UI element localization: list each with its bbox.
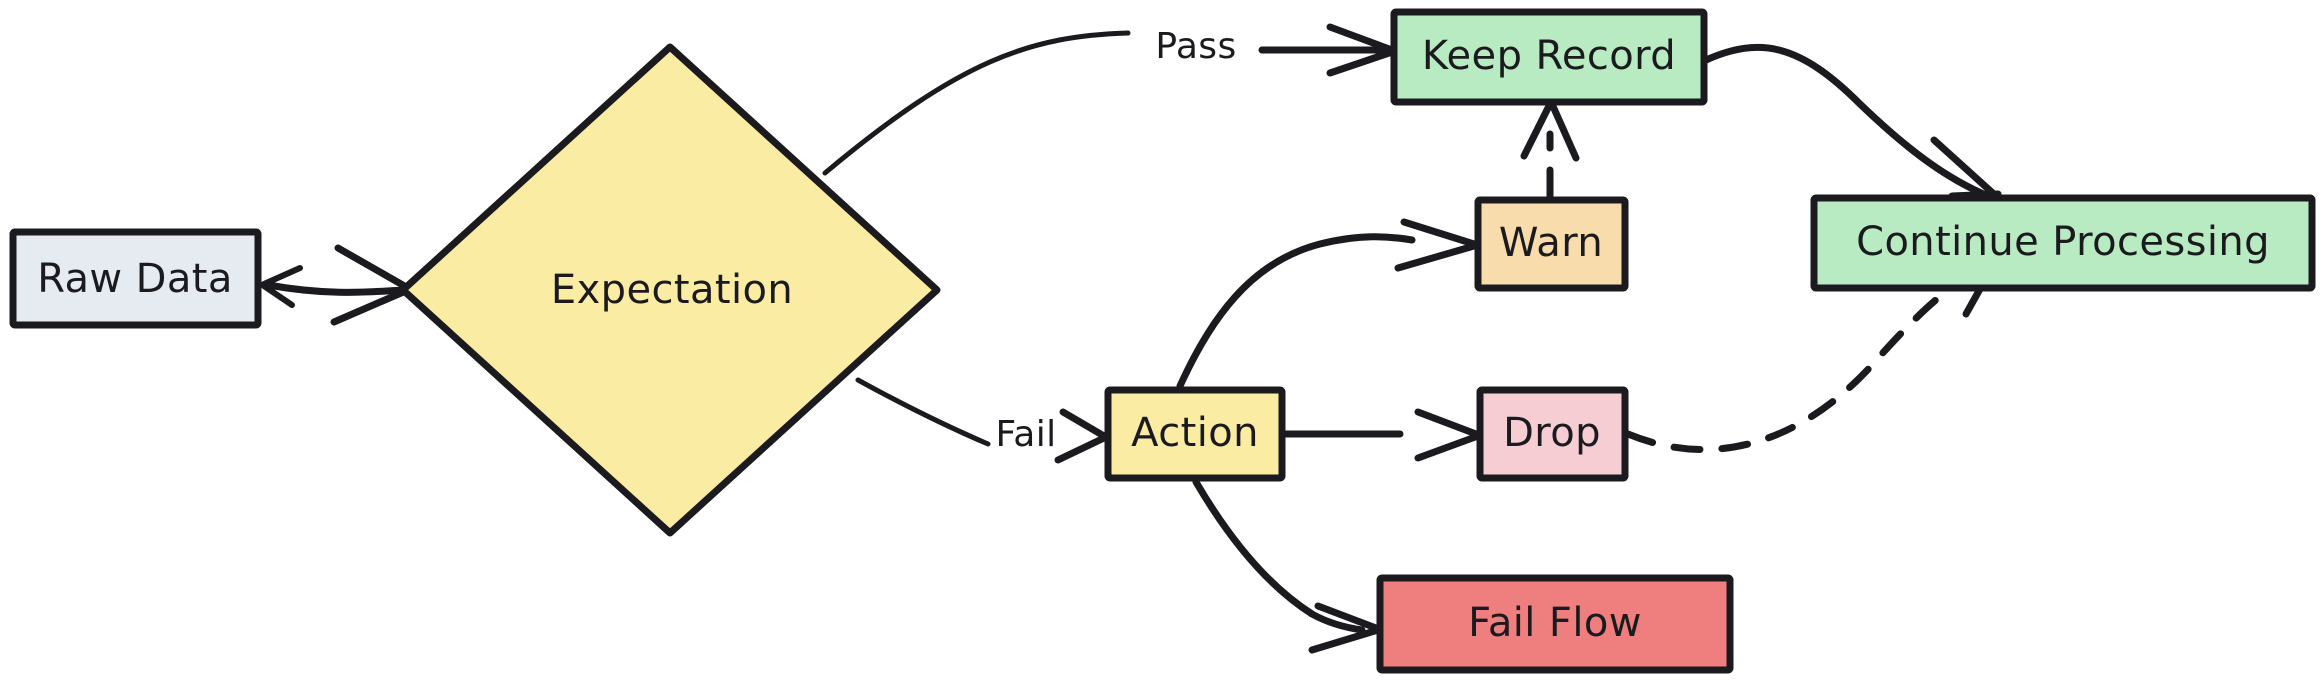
keep-record-label: Keep Record bbox=[1422, 33, 1676, 79]
edge-action-to-fail-flow bbox=[1192, 478, 1382, 654]
raw-data-box[interactable] bbox=[9, 228, 262, 329]
arrow-head-to-action bbox=[1054, 408, 1108, 464]
edge-action-to-drop bbox=[1280, 408, 1482, 462]
edge-path-action-to-warn bbox=[1176, 233, 1416, 390]
node-continue-processing[interactable]: Continue Processing bbox=[1810, 194, 2316, 292]
edge-label-pass: Pass bbox=[1155, 26, 1236, 67]
edge-label-fail: Fail bbox=[995, 414, 1056, 455]
edge-expectation-to-keep-record bbox=[822, 23, 1396, 176]
arrow-head-to-warn bbox=[1394, 218, 1478, 272]
fail-flow-box[interactable] bbox=[1376, 574, 1734, 674]
keep-record-box[interactable] bbox=[1390, 8, 1708, 106]
drop-label: Drop bbox=[1503, 410, 1601, 456]
edge-action-to-warn bbox=[1176, 218, 1478, 390]
edge-keep-record-to-continue-processing bbox=[1702, 43, 2002, 200]
action-box[interactable] bbox=[1104, 386, 1286, 482]
expectation-diamond[interactable] bbox=[399, 43, 941, 537]
node-keep-record[interactable]: Keep Record bbox=[1390, 8, 1708, 106]
drop-box[interactable] bbox=[1476, 386, 1629, 482]
edge-path-drop-to-continue bbox=[1624, 270, 1976, 454]
raw-data-label: Raw Data bbox=[37, 256, 233, 302]
continue-processing-box[interactable] bbox=[1810, 194, 2316, 292]
arrow-head-warn-to-keep-record bbox=[1520, 100, 1580, 162]
arrow-head-to-expectation bbox=[330, 244, 412, 326]
fail-flow-label: Fail Flow bbox=[1468, 600, 1642, 646]
node-drop[interactable]: Drop bbox=[1476, 386, 1629, 482]
edge-path-raw-to-expectation bbox=[264, 281, 408, 296]
edge-raw-data-to-expectation bbox=[261, 244, 412, 326]
node-action[interactable]: Action bbox=[1104, 386, 1286, 482]
edge-path-expectation-to-fail bbox=[855, 377, 991, 447]
edge-path-keep-record-to-continue bbox=[1702, 43, 1992, 200]
expectation-label: Expectation bbox=[551, 267, 793, 313]
arrow-head-to-raw-data bbox=[261, 265, 303, 308]
continue-processing-label: Continue Processing bbox=[1856, 219, 2270, 265]
node-fail-flow[interactable]: Fail Flow bbox=[1376, 574, 1734, 674]
arrow-head-to-keep-record bbox=[1326, 23, 1396, 77]
arrow-head-to-fail-flow bbox=[1308, 602, 1382, 654]
action-label: Action bbox=[1131, 410, 1259, 456]
warn-box[interactable] bbox=[1474, 196, 1629, 292]
arrow-head-to-drop bbox=[1414, 408, 1482, 462]
edge-path-action-to-fail-flow bbox=[1192, 478, 1366, 634]
warn-label: Warn bbox=[1499, 220, 1603, 266]
node-warn[interactable]: Warn bbox=[1474, 196, 1629, 292]
node-raw-data[interactable]: Raw Data bbox=[9, 228, 262, 329]
pass-label: Pass bbox=[1155, 26, 1236, 67]
edge-path-expectation-to-pass bbox=[822, 30, 1131, 176]
edge-warn-to-keep-record bbox=[1520, 100, 1580, 200]
fail-label: Fail bbox=[995, 414, 1056, 455]
edge-expectation-to-action bbox=[855, 377, 1108, 464]
node-expectation[interactable]: Expectation bbox=[399, 43, 941, 537]
